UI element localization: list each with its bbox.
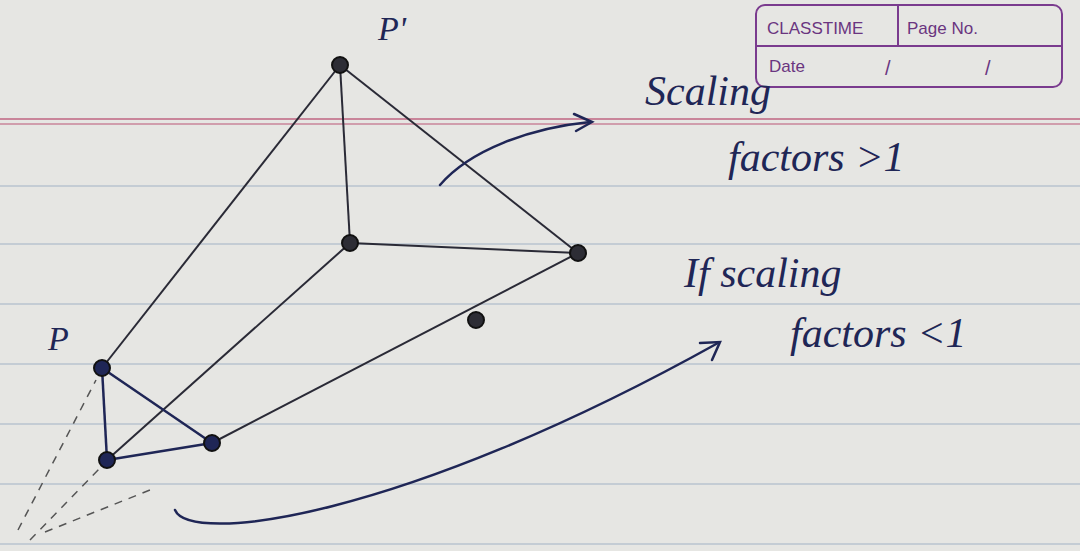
stationery-header-box: CLASSTIME Page No. Date — [755, 4, 1063, 88]
header-text: Page No. — [907, 20, 978, 37]
note-text: Scaling — [645, 70, 771, 112]
date-slash: / — [885, 58, 891, 78]
note-text: factors >1 — [728, 136, 905, 178]
note-text: If scaling — [684, 252, 841, 294]
header-text: CLASSTIME — [767, 20, 863, 37]
point-label: P — [48, 322, 69, 356]
note-text: factors <1 — [790, 312, 967, 354]
header-text: Date — [769, 58, 805, 75]
date-slash: / — [985, 58, 991, 78]
point-label: P' — [378, 12, 406, 46]
